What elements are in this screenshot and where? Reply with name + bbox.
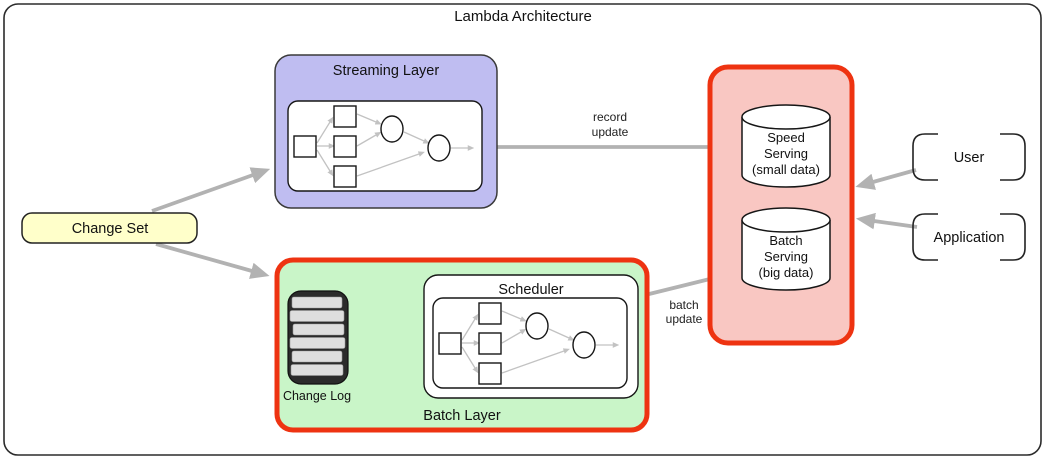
application-box-right-bracket [1000, 213, 1026, 261]
streaming-flow-diagram [288, 101, 482, 191]
streaming-layer: Streaming Layer [274, 54, 498, 209]
log-bar [291, 296, 343, 309]
log-bar [289, 310, 345, 322]
diagram-title: Lambda Architecture [454, 8, 592, 25]
batch-update-label: update [666, 312, 703, 326]
batch-serving-label: (big data) [759, 265, 814, 280]
user-label: User [954, 150, 985, 166]
change-log-label: Change Log [283, 389, 351, 403]
user-node: User [912, 133, 1026, 181]
change-log-node: Change Log [283, 290, 351, 403]
edge-changeset-to-streaming [151, 167, 271, 213]
batch-layer: Batch Layer Change Log Scheduler [274, 257, 650, 433]
speed-serving-label: Serving [764, 146, 808, 161]
application-box-left-bracket [912, 213, 938, 261]
batch-flow-diagram [433, 298, 627, 388]
change-set-node: Change Set [21, 212, 198, 244]
speed-serving-label: Speed [767, 130, 805, 145]
batch-layer-label: Batch Layer [423, 408, 501, 424]
edge-user-to-serving [855, 168, 917, 190]
application-node: Application [912, 213, 1026, 261]
batch-serving-label: Serving [764, 249, 808, 264]
log-bar [289, 337, 346, 349]
user-box-right-bracket [1000, 133, 1026, 181]
user-box-left-bracket [912, 133, 938, 181]
batch-serving-label: Batch [769, 233, 802, 248]
edge-application-to-serving [855, 212, 918, 230]
batch-update-label: batch [669, 298, 698, 312]
speed-serving-node: Speed Serving (small data) [741, 104, 831, 188]
application-label: Application [934, 230, 1005, 246]
speed-serving-label: (small data) [752, 162, 820, 177]
speed-serving-cylinder [741, 117, 831, 188]
speed-serving-cylinder-top [741, 104, 831, 130]
edge-changeset-to-batch [155, 242, 270, 279]
change-set-box [21, 212, 198, 244]
batch-serving-cylinder [741, 220, 831, 291]
serving-layer: Speed Serving (small data) Batch Serving… [707, 64, 855, 346]
streaming-layer-label: Streaming Layer [333, 63, 440, 79]
log-bar [291, 350, 343, 363]
scheduler-label: Scheduler [498, 282, 563, 298]
edge-batch-update [636, 269, 736, 299]
record-update-label: record [593, 110, 627, 124]
batch-serving-cylinder-top [741, 207, 831, 233]
log-bar [292, 323, 345, 336]
batch-serving-node: Batch Serving (big data) [741, 207, 831, 291]
change-set-label: Change Set [72, 221, 149, 237]
record-update-label: update [592, 125, 629, 139]
scheduler-node: Scheduler [423, 274, 639, 399]
log-bar [290, 364, 344, 376]
